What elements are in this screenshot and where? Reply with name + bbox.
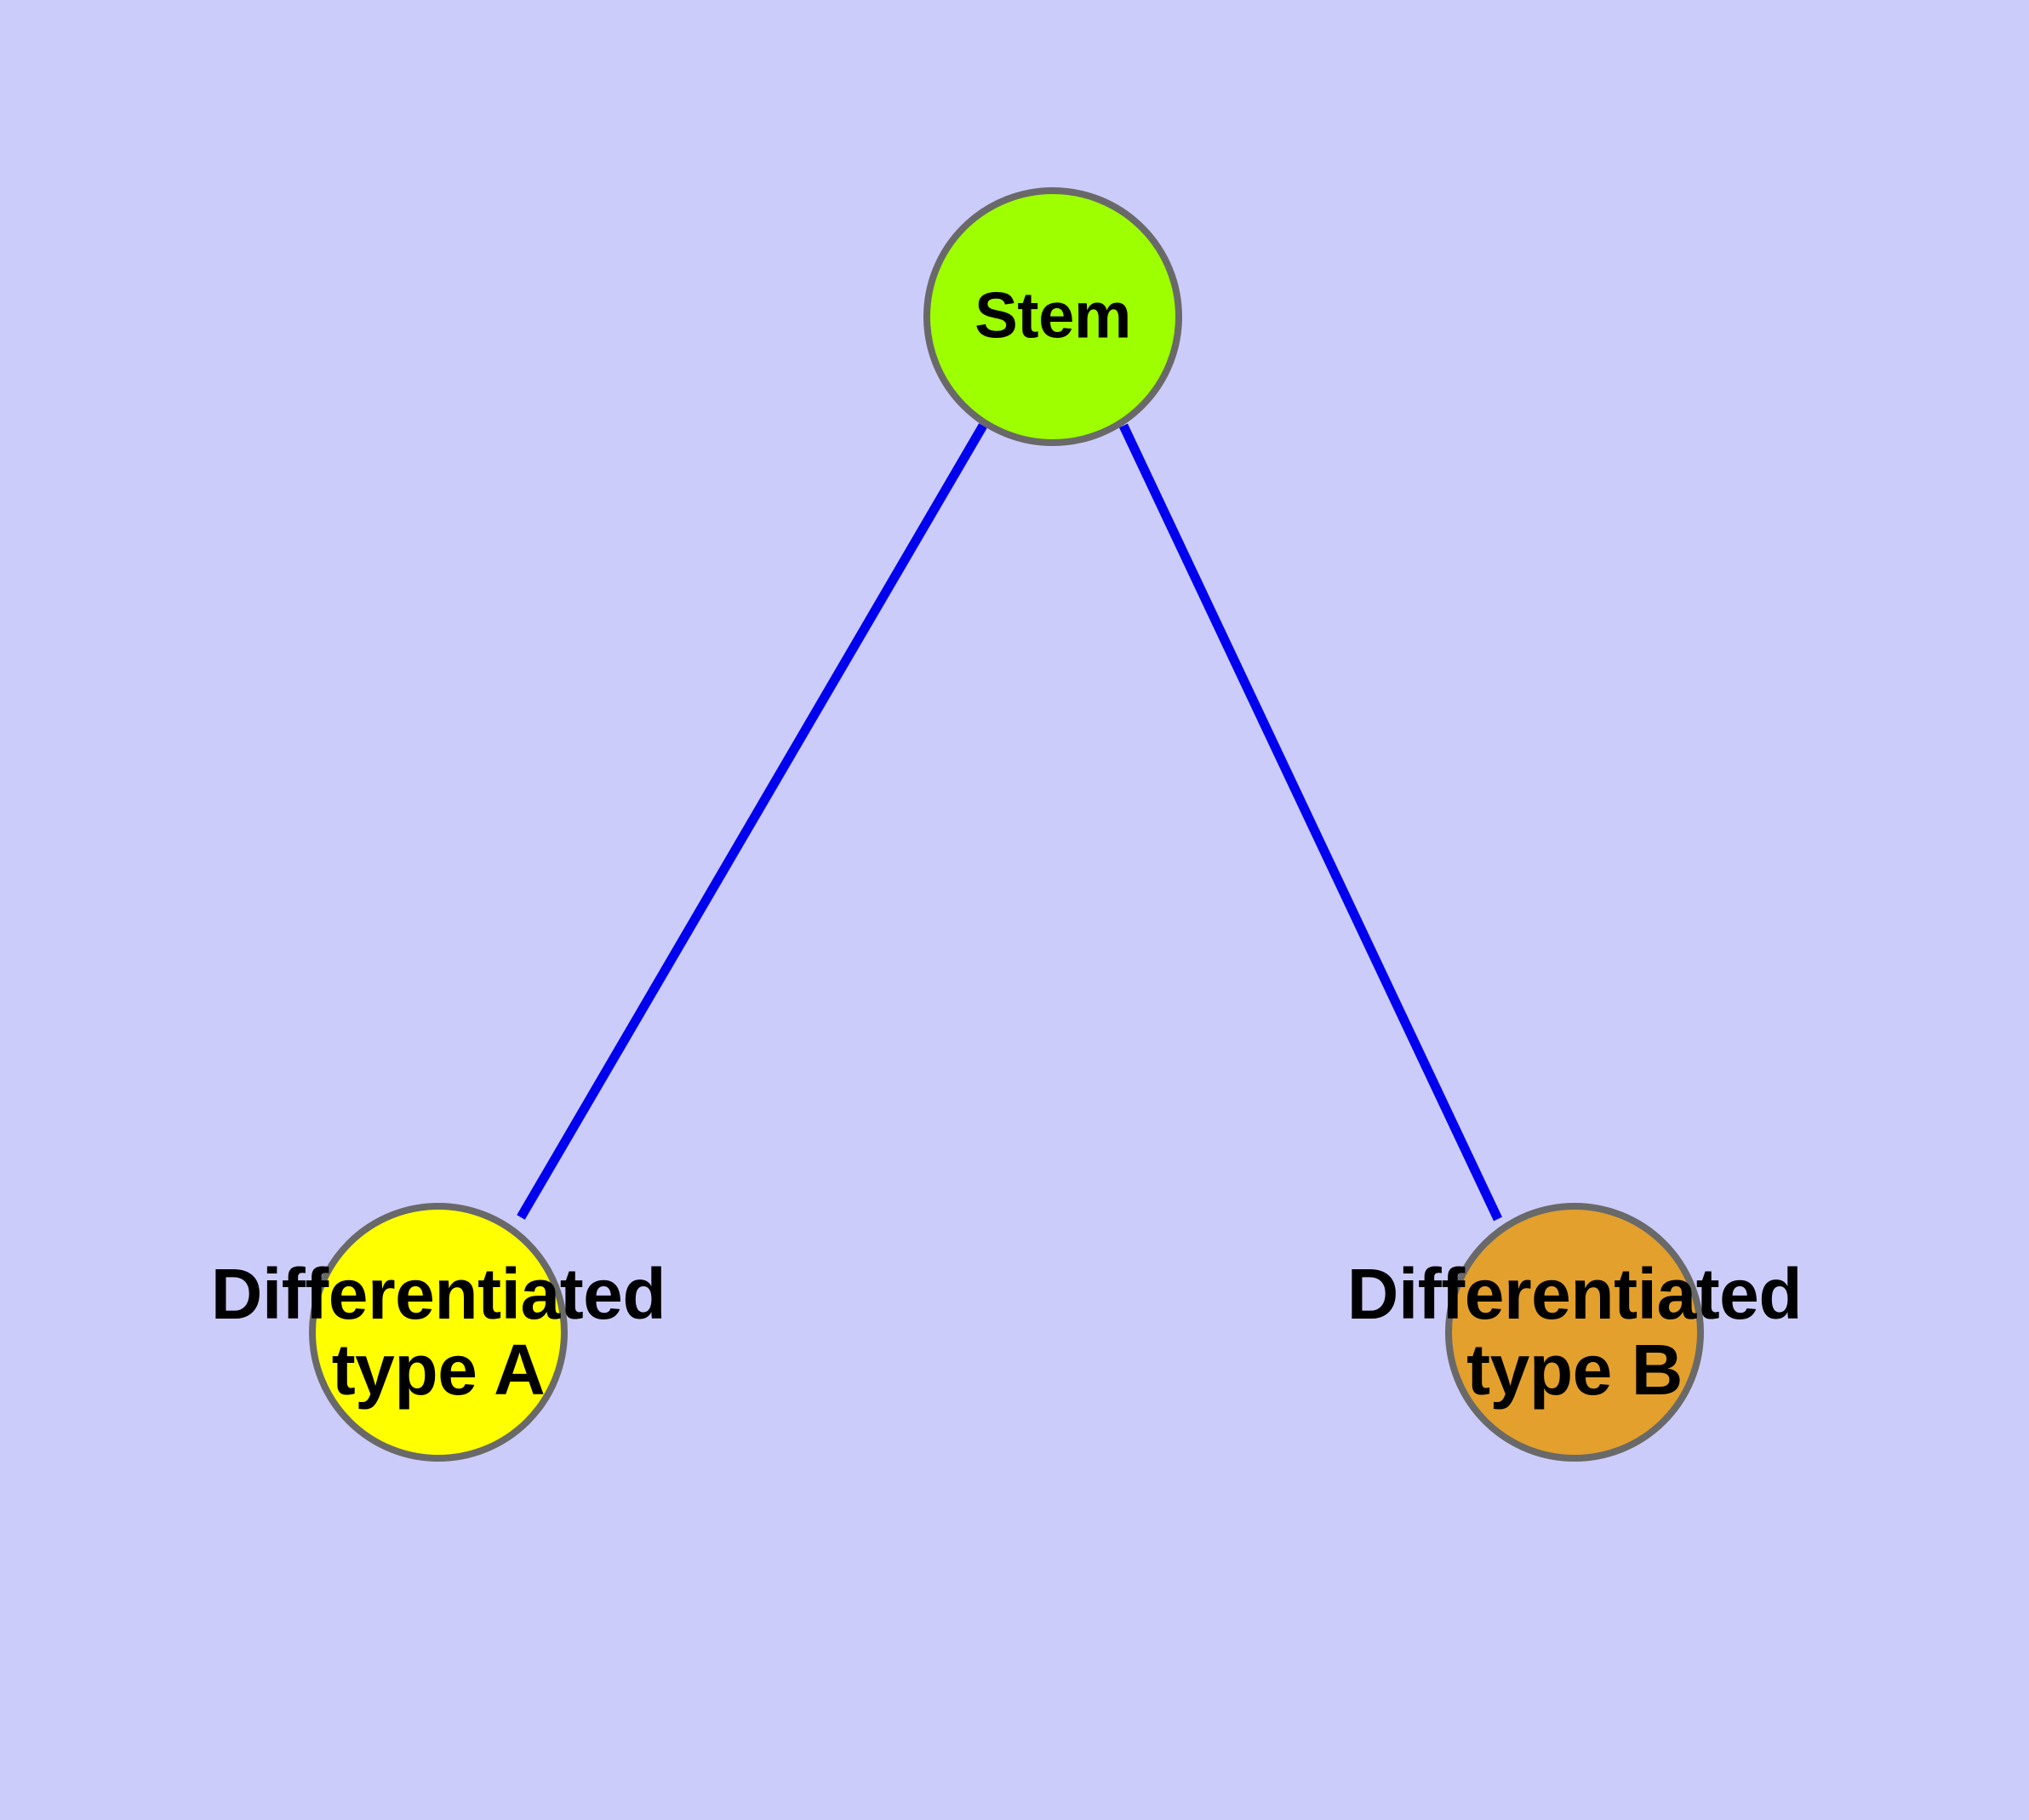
edge-stem-to-differentiated-type-a (517, 423, 987, 1220)
node-stem[interactable]: Stem (923, 187, 1182, 446)
node-differentiated-type-b[interactable]: Differentiated type B (1347, 1203, 1803, 1462)
node-differentiated-type-a[interactable]: Differentiated type A (211, 1203, 666, 1462)
node-stem-label-line-1: Stem (974, 279, 1131, 352)
node-stem-label: Stem (974, 279, 1131, 352)
edge-stem-to-differentiated-type-b (1119, 423, 1502, 1222)
